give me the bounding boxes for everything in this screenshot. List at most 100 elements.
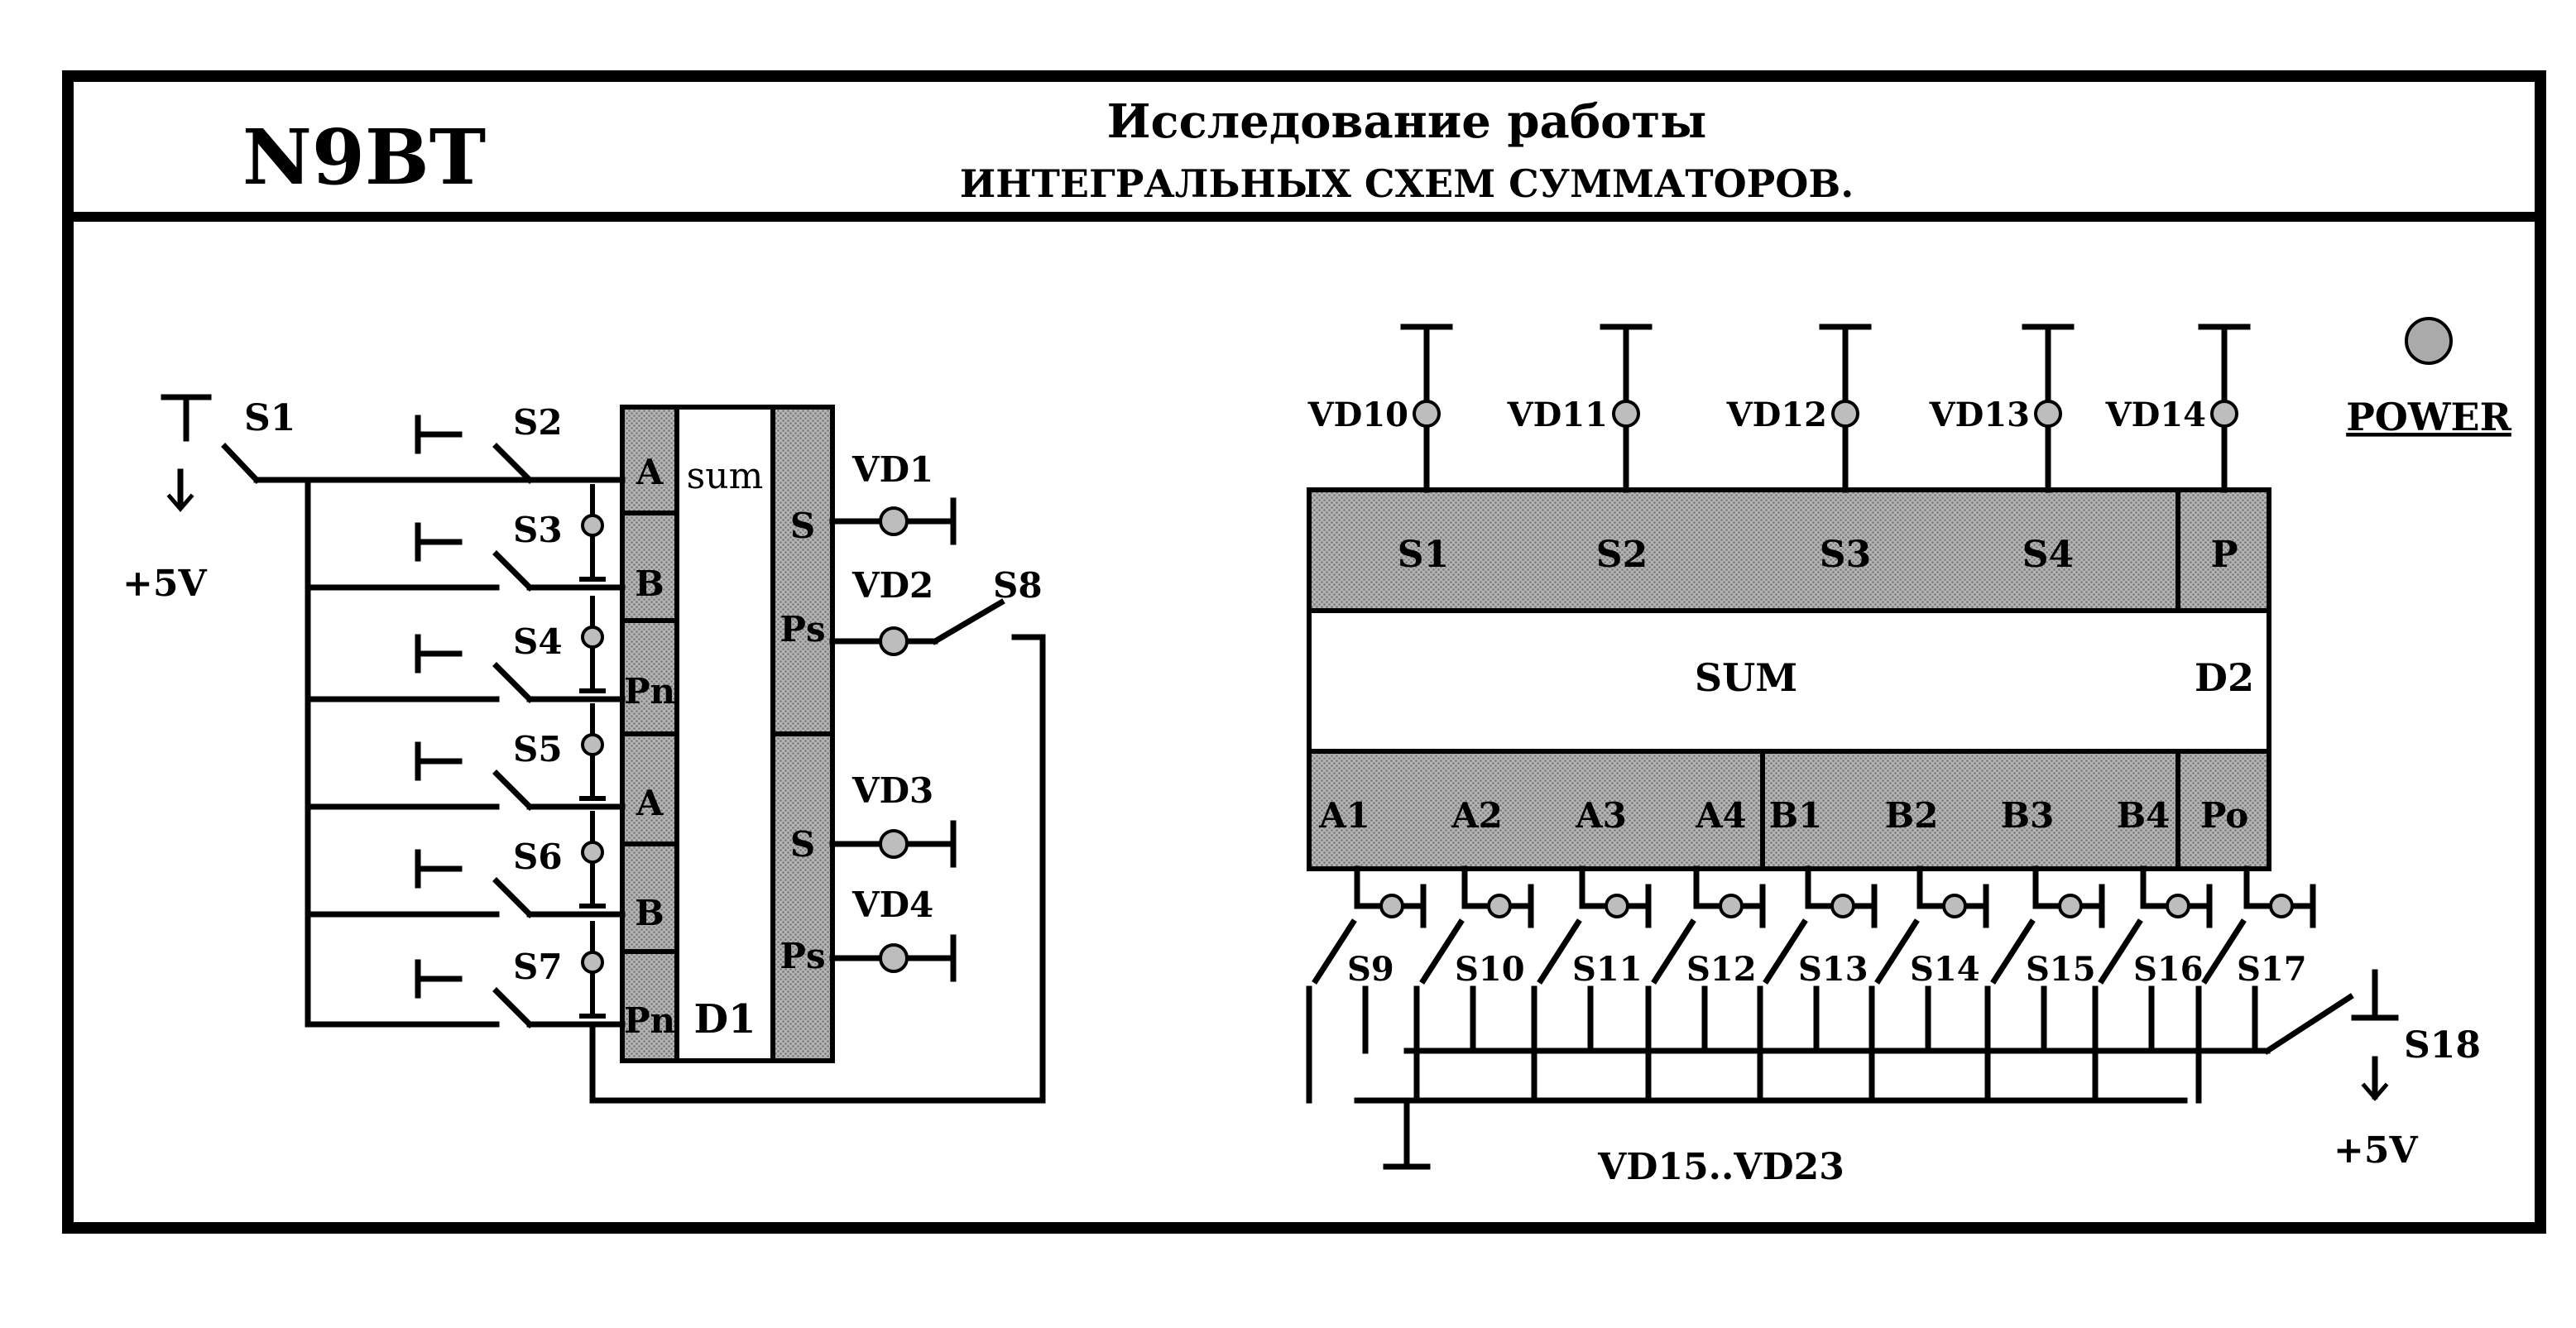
led-vd14: VD14 — [2105, 324, 2251, 493]
d1-pin-b1: B — [635, 563, 664, 604]
d1-pin-ps1: Ps — [780, 609, 825, 650]
vd1-led-icon — [879, 506, 909, 536]
switch-s17[interactable]: S17 — [2195, 865, 2316, 1104]
d2-pin-s1: S1 — [1398, 534, 1449, 576]
d1-pin-b2: B — [635, 893, 664, 933]
switch-s9[interactable]: S9 — [1306, 865, 1427, 1104]
d2-pin-a3: A3 — [1575, 795, 1627, 836]
s18-label: S18 — [2404, 1024, 2481, 1067]
led-icon — [1605, 894, 1629, 918]
switch-s13[interactable]: S13 — [1757, 865, 1878, 1104]
power-led-icon — [2405, 317, 2453, 365]
s1-label-text: S1 — [244, 397, 295, 439]
led-icon — [581, 733, 604, 756]
switch-label: S17 — [2237, 950, 2307, 989]
switch-label: S2 — [513, 402, 563, 443]
vd4-label: VD4 — [851, 885, 933, 925]
d2-pin-b2: B2 — [1885, 795, 1939, 836]
led-icon — [1830, 894, 1855, 918]
switch-s3[interactable]: S3 — [415, 484, 626, 592]
d2-output-row — [1307, 487, 2271, 613]
led-icon — [1719, 894, 1744, 918]
led-icon — [581, 514, 604, 537]
panel-frame — [62, 70, 2546, 1234]
led-icon — [1413, 400, 1441, 428]
led-icon — [1379, 894, 1404, 918]
vd15-vd23-label: VD15..VD23 — [1597, 1146, 1844, 1188]
switch-label: S10 — [1455, 950, 1525, 989]
switch-s2[interactable]: S2 — [415, 402, 626, 484]
title-line-2: интегральных схем сумматоров. — [960, 161, 1854, 206]
led-icon — [581, 626, 604, 649]
led-icon — [2166, 894, 2190, 918]
d2-pin-po: Po — [2200, 795, 2248, 836]
device-code: N9BT — [242, 113, 486, 202]
led-icon — [2269, 894, 2294, 918]
switch-label: S15 — [2026, 950, 2096, 989]
d1-pin-pn2: Pn — [624, 1000, 675, 1041]
d1-pin-s2: S — [790, 824, 815, 865]
switch-label: S7 — [513, 947, 563, 987]
power-label: POWER — [2346, 395, 2511, 439]
led-label: VD11 — [1507, 396, 1608, 434]
d1-name: D1 — [693, 996, 756, 1043]
switch-s15[interactable]: S15 — [1984, 865, 2105, 1104]
d2-pin-a2: A2 — [1451, 795, 1503, 836]
switch-s16[interactable]: S16 — [2092, 865, 2213, 1104]
switch-s12[interactable]: S12 — [1645, 865, 1766, 1104]
d1-body — [674, 405, 775, 1063]
led-vd13: VD13 — [1929, 324, 2075, 493]
switch-label: S11 — [1572, 950, 1643, 989]
led-icon — [1612, 400, 1640, 428]
vd2-led-icon — [879, 626, 909, 656]
d1-pin-ps2: Ps — [780, 936, 825, 976]
left-circuit: sum D1 A B Pn A B Pn S Ps S Ps S2 S1 +5V — [122, 394, 1046, 1104]
switch-label: S14 — [1910, 950, 1980, 989]
switch-s14[interactable]: S14 — [1868, 865, 1989, 1104]
d2-title: SUM — [1695, 655, 1797, 700]
switch-label: S16 — [2133, 950, 2204, 989]
switch-s7[interactable]: S7 — [415, 921, 626, 1028]
switch-s10[interactable]: S10 — [1413, 865, 1534, 1104]
switch-label: S4 — [513, 621, 563, 662]
d2-pin-b1: B1 — [1769, 795, 1823, 836]
d2-pin-b3: B3 — [2001, 795, 2055, 836]
d2-pin-b4: B4 — [2117, 795, 2171, 836]
led-vd10: VD10 — [1307, 324, 1453, 493]
d2-body — [1307, 608, 2271, 754]
switch-s5[interactable]: S5 — [415, 703, 626, 811]
led-icon — [2034, 400, 2062, 428]
led-icon — [1831, 400, 1859, 428]
led-icon — [2210, 400, 2238, 428]
right-supply: +5V — [2334, 1129, 2418, 1172]
d2-pin-s4: S4 — [2022, 534, 2074, 576]
led-label: VD10 — [1307, 396, 1408, 434]
switch-label: S3 — [513, 510, 563, 550]
switch-s6[interactable]: S6 — [415, 811, 626, 918]
d1-pin-a2: A — [636, 783, 664, 823]
input-switches — [305, 584, 500, 1028]
d2-pin-p: P — [2210, 534, 2238, 576]
switch-label: S6 — [513, 837, 563, 877]
led-icon — [581, 841, 604, 864]
vd4-led-icon — [879, 943, 909, 973]
led-icon — [1942, 894, 1967, 918]
led-icon — [581, 951, 604, 974]
d1-pin-s1: S — [790, 506, 815, 546]
switch-s4[interactable]: S4 — [415, 596, 626, 703]
switch-label: S5 — [513, 729, 563, 769]
vd3-label: VD3 — [851, 770, 933, 811]
vd1-label: VD1 — [851, 449, 933, 490]
switch-label: S13 — [1798, 950, 1868, 989]
d1-title: sum — [687, 455, 764, 497]
d2-input-row — [1307, 749, 2271, 871]
d1-pin-a1: A — [636, 452, 664, 492]
led-label: VD12 — [1726, 396, 1827, 434]
switch-label: S12 — [1686, 950, 1757, 989]
switch-s11[interactable]: S11 — [1531, 865, 1652, 1104]
d2-pin-a4: A4 — [1695, 795, 1747, 836]
d2-pin-s2: S2 — [1596, 534, 1648, 576]
vd3-led-icon — [879, 829, 909, 859]
